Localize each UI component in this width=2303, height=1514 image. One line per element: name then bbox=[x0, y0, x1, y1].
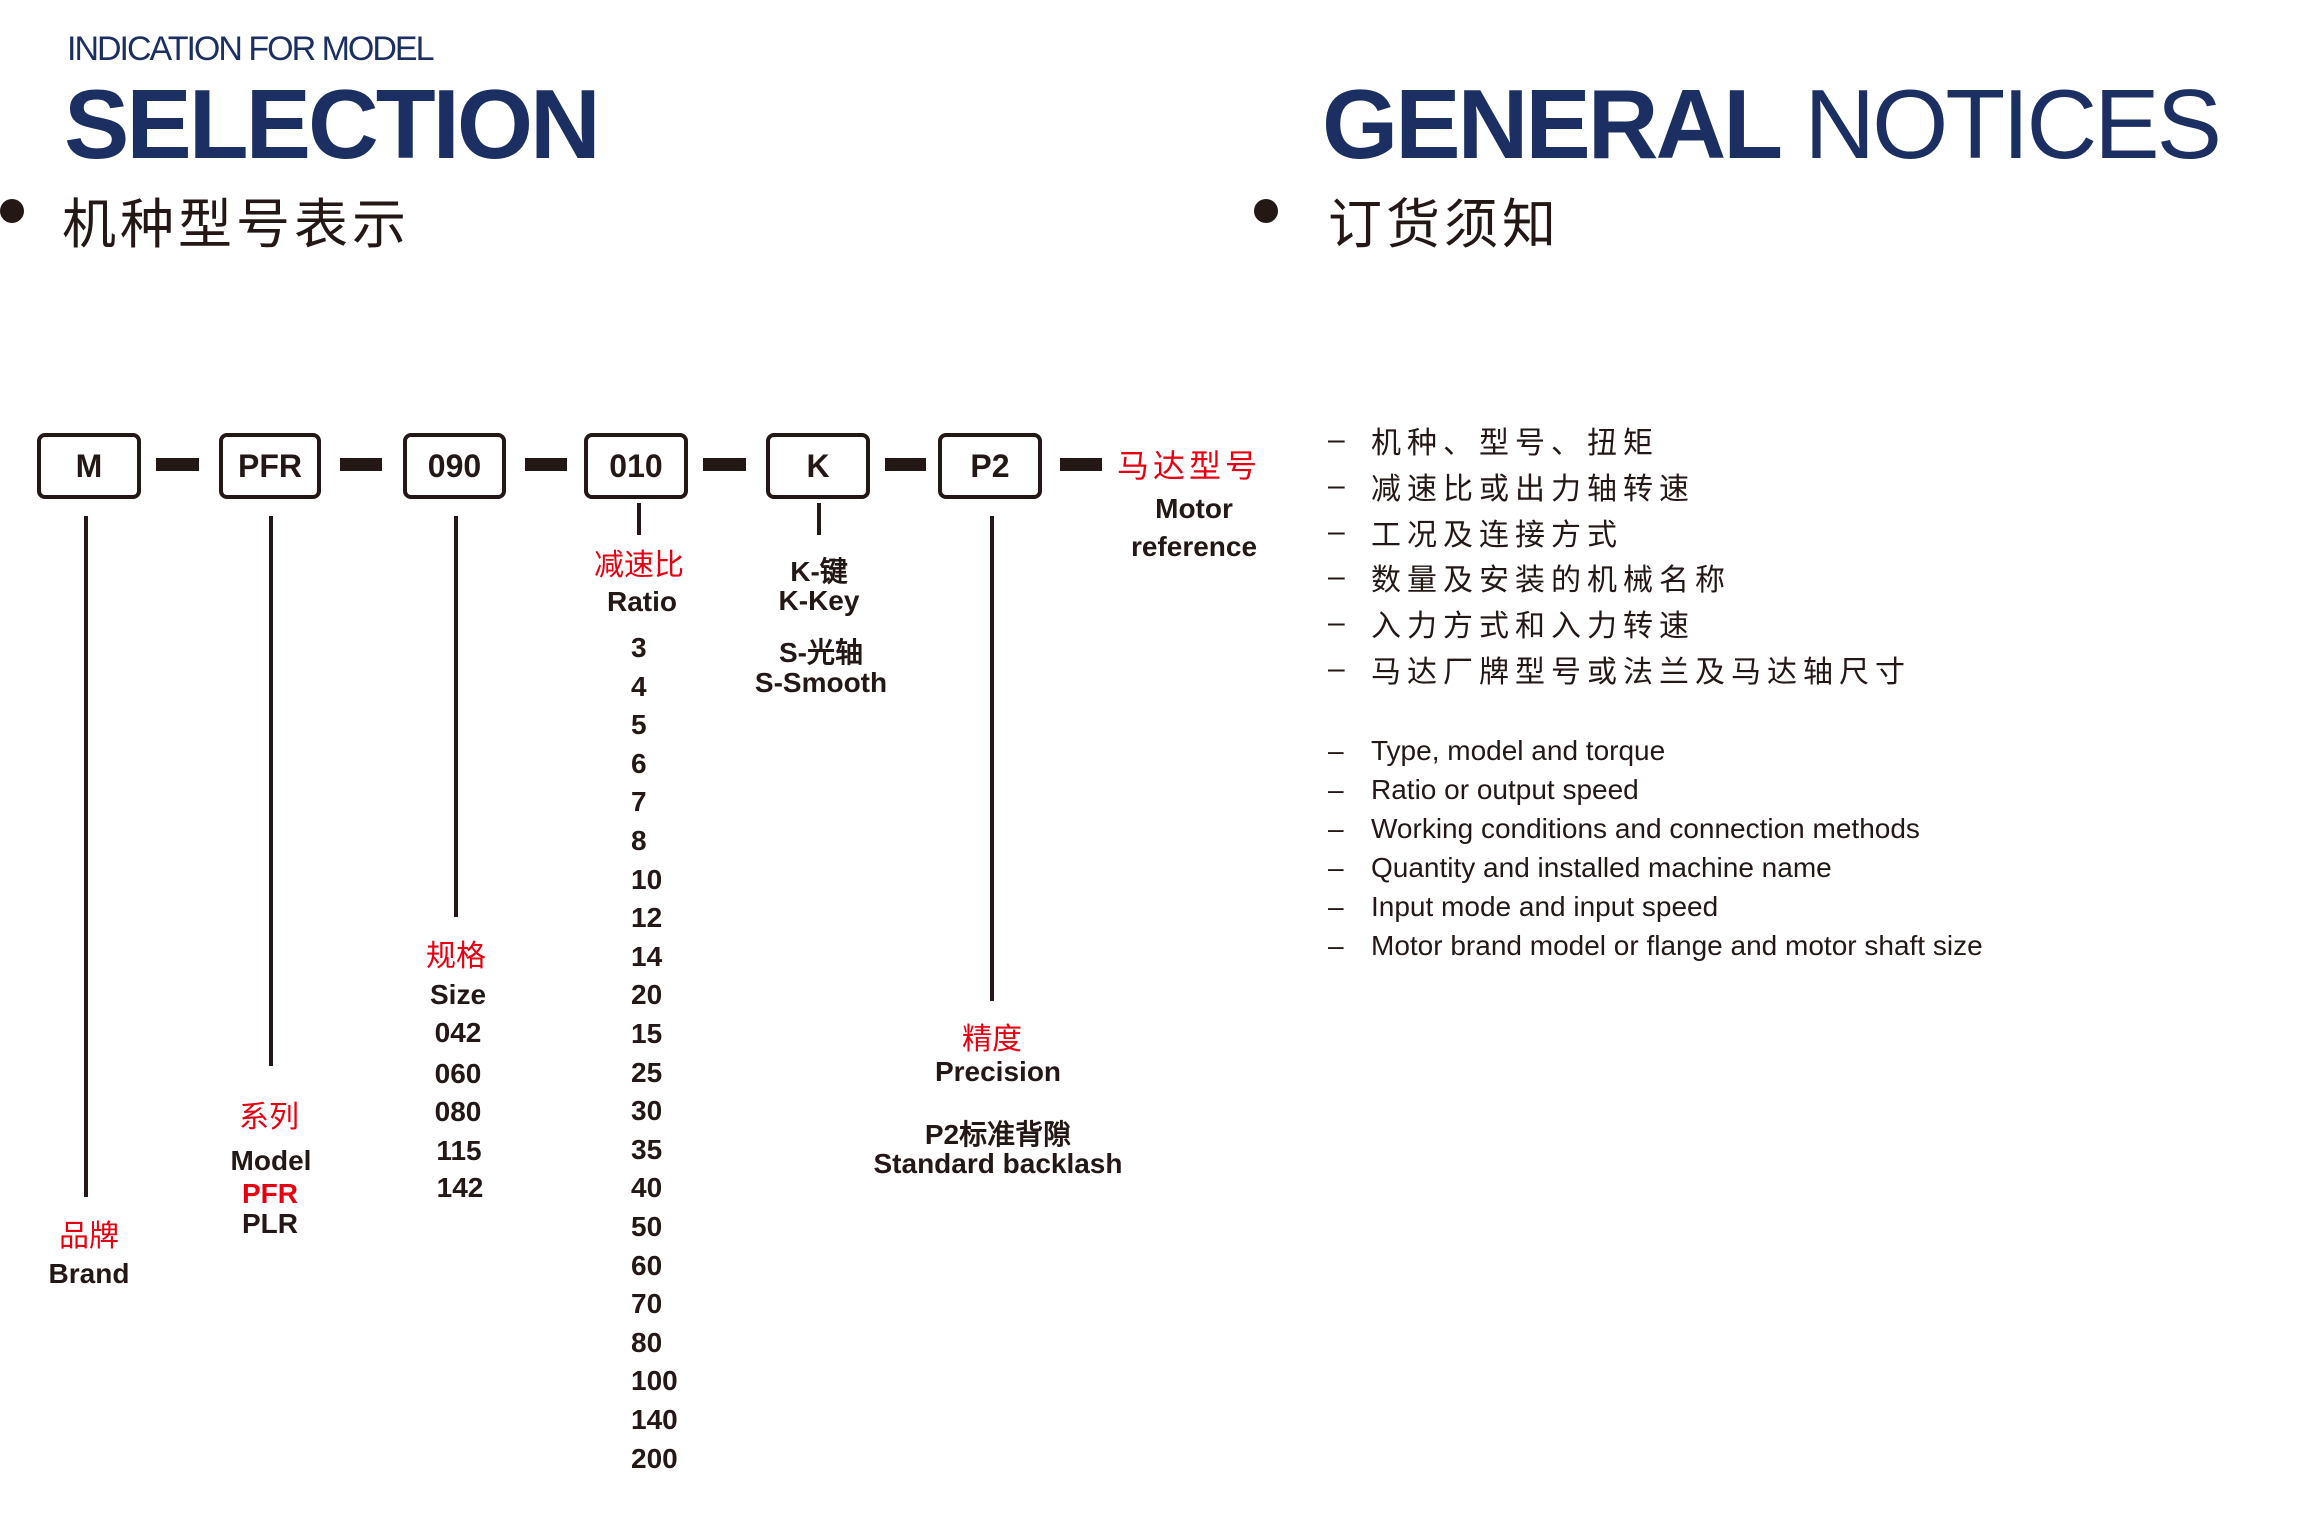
separator-dash bbox=[340, 458, 382, 471]
motor-label-cn: 马达型号 bbox=[1117, 448, 1262, 484]
ratio-option: 40 bbox=[631, 1172, 663, 1204]
notice-item: Working conditions and connection method… bbox=[1371, 813, 1920, 844]
shaft-key-cn: K-键 bbox=[790, 556, 848, 587]
shaft-key-en: K-Key bbox=[778, 585, 860, 616]
code-box-brand: M bbox=[37, 433, 141, 499]
bullet-icon bbox=[1254, 199, 1278, 223]
notices-title-light: NOTICES bbox=[1804, 69, 2222, 179]
ratio-option: 100 bbox=[631, 1365, 678, 1397]
notice-dash: – bbox=[1328, 735, 1344, 766]
leader-line-shaft bbox=[817, 503, 821, 535]
notice-dash: – bbox=[1328, 774, 1344, 805]
size-option: 115 bbox=[436, 1135, 482, 1166]
notice-dash: – bbox=[1328, 514, 1351, 548]
notices-title-bold: GENERAL bbox=[1322, 69, 1783, 179]
section-subtitle: INDICATION FOR MODEL bbox=[67, 30, 434, 68]
ratio-option: 7 bbox=[631, 786, 647, 818]
section-heading-cn: 机种型号表示 bbox=[62, 195, 410, 255]
notice-dash: – bbox=[1328, 852, 1344, 883]
separator-dash bbox=[885, 458, 926, 471]
code-box-model: PFR bbox=[219, 433, 321, 499]
ratio-option: 20 bbox=[631, 979, 663, 1011]
notice-dash: – bbox=[1328, 891, 1344, 922]
notice-dash: – bbox=[1328, 468, 1351, 502]
leader-line-brand bbox=[84, 516, 88, 1197]
notice-dash: – bbox=[1328, 652, 1351, 685]
notice-item: 入力方式和入力转速 bbox=[1371, 610, 1695, 644]
precision-label-cn: 精度 bbox=[962, 1023, 1022, 1056]
ratio-option: 14 bbox=[631, 940, 663, 972]
notice-dash: – bbox=[1328, 606, 1351, 640]
leader-line-ratio bbox=[637, 503, 641, 535]
leader-line-size bbox=[454, 516, 458, 917]
notice-item: 数量及安装的机械名称 bbox=[1371, 564, 1731, 598]
size-label-cn: 规格 bbox=[426, 940, 486, 973]
section-title: SELECTION bbox=[64, 69, 601, 179]
shaft-smooth-en: S-Smooth bbox=[754, 667, 888, 698]
precision-label-en: Precision bbox=[934, 1056, 1062, 1087]
notice-item: Ratio or output speed bbox=[1371, 774, 1639, 805]
leader-line-precision bbox=[990, 516, 994, 1001]
notices-heading-cn: 订货须知 bbox=[1328, 195, 1560, 255]
separator-dash bbox=[1060, 458, 1102, 471]
precision-value-cn: P2标准背隙 bbox=[924, 1119, 1072, 1150]
ratio-option: 30 bbox=[631, 1095, 663, 1127]
notice-item: Quantity and installed machine name bbox=[1371, 852, 1832, 883]
code-box-shaft: K bbox=[766, 433, 870, 499]
notice-dash: – bbox=[1328, 423, 1351, 456]
notice-item: Input mode and input speed bbox=[1371, 891, 1719, 922]
ratio-option: 8 bbox=[631, 825, 647, 856]
model-label-en: Model bbox=[230, 1145, 312, 1176]
notice-item: 减速比或出力轴转速 bbox=[1371, 472, 1695, 506]
notice-item: 工况及连接方式 bbox=[1371, 518, 1623, 552]
model-option-pfr: PFR bbox=[242, 1178, 298, 1209]
separator-dash bbox=[156, 458, 199, 471]
ratio-label-cn: 减速比 bbox=[594, 549, 684, 582]
size-option: 142 bbox=[436, 1172, 484, 1203]
size-option: 042 bbox=[434, 1017, 482, 1048]
ratio-option: 140 bbox=[631, 1404, 678, 1435]
leader-line-model bbox=[269, 516, 273, 1066]
size-option: 060 bbox=[434, 1058, 482, 1089]
code-box-size: 090 bbox=[403, 433, 506, 499]
ratio-option: 35 bbox=[631, 1133, 663, 1165]
ratio-option: 6 bbox=[631, 747, 647, 779]
ratio-option: 25 bbox=[631, 1056, 663, 1088]
ratio-option: 3 bbox=[631, 632, 647, 663]
bullet-icon bbox=[0, 199, 24, 223]
ratio-option: 80 bbox=[631, 1326, 663, 1358]
motor-label-en-2: reference bbox=[1130, 531, 1258, 562]
code-box-precision: P2 bbox=[938, 433, 1042, 499]
motor-label-en: Motor bbox=[1155, 493, 1233, 524]
notice-dash: – bbox=[1328, 930, 1344, 961]
brand-label-en: Brand bbox=[48, 1258, 130, 1289]
ratio-option: 4 bbox=[631, 670, 647, 702]
code-box-ratio: 010 bbox=[584, 433, 688, 499]
size-option: 080 bbox=[434, 1096, 482, 1127]
model-option-plr: PLR bbox=[242, 1208, 298, 1239]
ratio-option: 60 bbox=[631, 1249, 663, 1281]
ratio-option: 70 bbox=[631, 1288, 663, 1320]
ratio-option: 10 bbox=[631, 863, 663, 895]
model-label-cn: 系列 bbox=[239, 1101, 299, 1134]
ratio-label-en: Ratio bbox=[607, 586, 677, 617]
size-label-en: Size bbox=[429, 979, 487, 1010]
notice-item: 机种、型号、扭矩 bbox=[1371, 427, 1659, 460]
notices-title: GENERAL NOTICES bbox=[1322, 68, 2222, 181]
notice-dash: – bbox=[1328, 813, 1344, 844]
notice-dash: – bbox=[1328, 560, 1351, 594]
separator-dash bbox=[525, 458, 567, 471]
precision-value-en: Standard backlash bbox=[873, 1148, 1123, 1179]
ratio-option: 15 bbox=[631, 1018, 663, 1049]
notice-item: Type, model and torque bbox=[1371, 735, 1666, 766]
notice-item: Motor brand model or flange and motor sh… bbox=[1371, 930, 1983, 961]
brand-label-cn: 品牌 bbox=[59, 1220, 119, 1253]
ratio-option: 12 bbox=[631, 902, 663, 934]
separator-dash bbox=[703, 458, 746, 471]
ratio-option: 200 bbox=[631, 1442, 678, 1474]
notice-item: 马达厂牌型号或法兰及马达轴尺寸 bbox=[1371, 656, 1911, 689]
ratio-option: 50 bbox=[631, 1211, 663, 1242]
shaft-smooth-cn: S-光轴 bbox=[778, 637, 864, 668]
ratio-option: 5 bbox=[631, 709, 647, 741]
